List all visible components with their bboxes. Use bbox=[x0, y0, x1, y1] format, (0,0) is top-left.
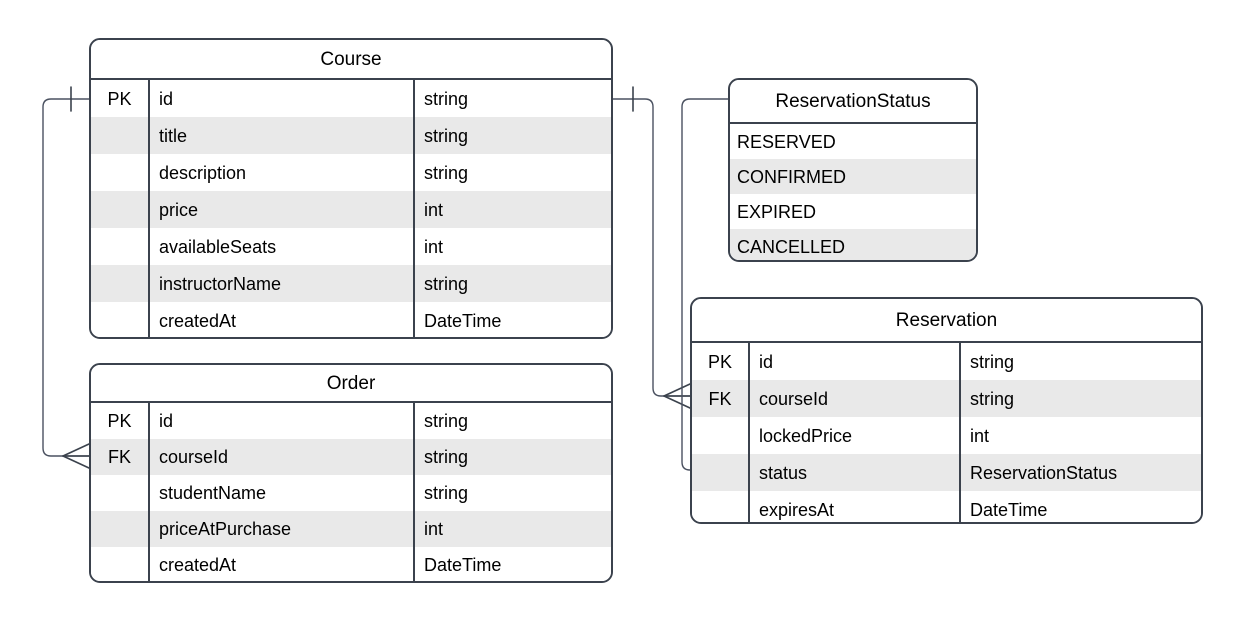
table-row[interactable]: availableSeats int bbox=[91, 228, 611, 265]
row-type: string bbox=[424, 162, 469, 183]
row-name: courseId bbox=[150, 439, 415, 475]
row-type: string bbox=[424, 125, 469, 146]
row-key: FK bbox=[692, 380, 750, 417]
entity-reservation-status[interactable]: ReservationStatus RESERVED CONFIRMED EXP… bbox=[728, 78, 978, 262]
row-type: int bbox=[424, 199, 444, 220]
table-row[interactable]: instructorName string bbox=[91, 265, 611, 302]
row-key: PK bbox=[91, 403, 150, 439]
entity-reservation-title: Reservation bbox=[692, 299, 1201, 341]
row-key bbox=[91, 265, 150, 302]
row-name: availableSeats bbox=[150, 228, 415, 265]
table-row[interactable]: PK id string bbox=[91, 403, 611, 439]
row-name: price bbox=[150, 191, 415, 228]
row-type: ReservationStatus bbox=[970, 462, 1118, 483]
row-type: DateTime bbox=[424, 555, 502, 575]
row-name: createdAt bbox=[150, 302, 415, 337]
entity-course[interactable]: Course PK id string title string descrip… bbox=[89, 38, 613, 339]
cardinality-many-crowsfoot bbox=[62, 443, 90, 469]
enum-value: CANCELLED bbox=[737, 236, 846, 257]
row-key bbox=[91, 154, 150, 191]
row-name: courseId bbox=[750, 380, 961, 417]
table-row[interactable]: title string bbox=[91, 117, 611, 154]
entity-reservation-status-values: RESERVED CONFIRMED EXPIRED CANCELLED bbox=[730, 122, 976, 260]
table-row[interactable]: description string bbox=[91, 154, 611, 191]
entity-course-title: Course bbox=[91, 40, 611, 78]
row-key bbox=[91, 117, 150, 154]
row-key bbox=[91, 191, 150, 228]
row-key: PK bbox=[692, 343, 750, 380]
entity-reservation-status-title: ReservationStatus bbox=[730, 80, 976, 122]
row-type: string bbox=[424, 447, 469, 467]
row-type: string bbox=[970, 388, 1015, 409]
row-name: description bbox=[150, 154, 415, 191]
row-type: int bbox=[970, 425, 990, 446]
row-name: lockedPrice bbox=[750, 417, 961, 454]
row-type: string bbox=[424, 88, 469, 109]
table-row[interactable]: createdAt DateTime bbox=[91, 302, 611, 337]
entity-reservation-attributes: PK id string FK courseId string lockedPr… bbox=[692, 341, 1201, 522]
entity-reservation[interactable]: Reservation PK id string FK courseId str… bbox=[690, 297, 1203, 524]
row-type: string bbox=[970, 351, 1015, 372]
table-row[interactable]: price int bbox=[91, 191, 611, 228]
row-type: int bbox=[424, 236, 444, 257]
relationship-course-reservation bbox=[612, 86, 691, 409]
row-key: FK bbox=[91, 439, 150, 475]
table-row[interactable]: expiresAt DateTime bbox=[692, 491, 1201, 522]
row-type: int bbox=[424, 519, 444, 539]
row-name: title bbox=[150, 117, 415, 154]
row-key bbox=[692, 491, 750, 522]
list-item[interactable]: RESERVED bbox=[730, 124, 976, 159]
entity-order[interactable]: Order PK id string FK courseId string st… bbox=[89, 363, 613, 583]
row-key bbox=[91, 511, 150, 547]
row-name: status bbox=[750, 454, 961, 491]
table-row[interactable]: createdAt DateTime bbox=[91, 547, 611, 581]
list-item[interactable]: CANCELLED bbox=[730, 229, 976, 260]
row-key bbox=[91, 547, 150, 581]
table-row[interactable]: status ReservationStatus bbox=[692, 454, 1201, 491]
row-name: expiresAt bbox=[750, 491, 961, 522]
table-row[interactable]: PK id string bbox=[692, 343, 1201, 380]
cardinality-many-crowsfoot bbox=[663, 383, 691, 409]
entity-course-attributes: PK id string title string description st… bbox=[91, 78, 611, 337]
table-row[interactable]: PK id string bbox=[91, 80, 611, 117]
row-key bbox=[91, 302, 150, 337]
row-name: instructorName bbox=[150, 265, 415, 302]
row-type: DateTime bbox=[970, 499, 1048, 520]
row-type: string bbox=[424, 273, 469, 294]
entity-order-attributes: PK id string FK courseId string studentN… bbox=[91, 401, 611, 581]
table-row[interactable]: FK courseId string bbox=[692, 380, 1201, 417]
row-name: id bbox=[750, 343, 961, 380]
entity-order-title: Order bbox=[91, 365, 611, 401]
row-key bbox=[692, 454, 750, 491]
row-name: id bbox=[150, 80, 415, 117]
row-name: studentName bbox=[150, 475, 415, 511]
row-key bbox=[91, 228, 150, 265]
enum-value: EXPIRED bbox=[737, 201, 817, 222]
table-row[interactable]: priceAtPurchase int bbox=[91, 511, 611, 547]
row-name: createdAt bbox=[150, 547, 415, 581]
list-item[interactable]: CONFIRMED bbox=[730, 159, 976, 194]
row-key bbox=[91, 475, 150, 511]
list-item[interactable]: EXPIRED bbox=[730, 194, 976, 229]
row-name: priceAtPurchase bbox=[150, 511, 415, 547]
enum-value: RESERVED bbox=[737, 131, 836, 152]
row-key: PK bbox=[91, 80, 150, 117]
row-type: DateTime bbox=[424, 310, 502, 331]
row-type: string bbox=[424, 411, 469, 431]
enum-value: CONFIRMED bbox=[737, 166, 846, 187]
table-row[interactable]: studentName string bbox=[91, 475, 611, 511]
row-name: id bbox=[150, 403, 415, 439]
row-type: string bbox=[424, 483, 469, 503]
relationship-course-order bbox=[42, 86, 90, 469]
table-row[interactable]: FK courseId string bbox=[91, 439, 611, 475]
row-key bbox=[692, 417, 750, 454]
table-row[interactable]: lockedPrice int bbox=[692, 417, 1201, 454]
